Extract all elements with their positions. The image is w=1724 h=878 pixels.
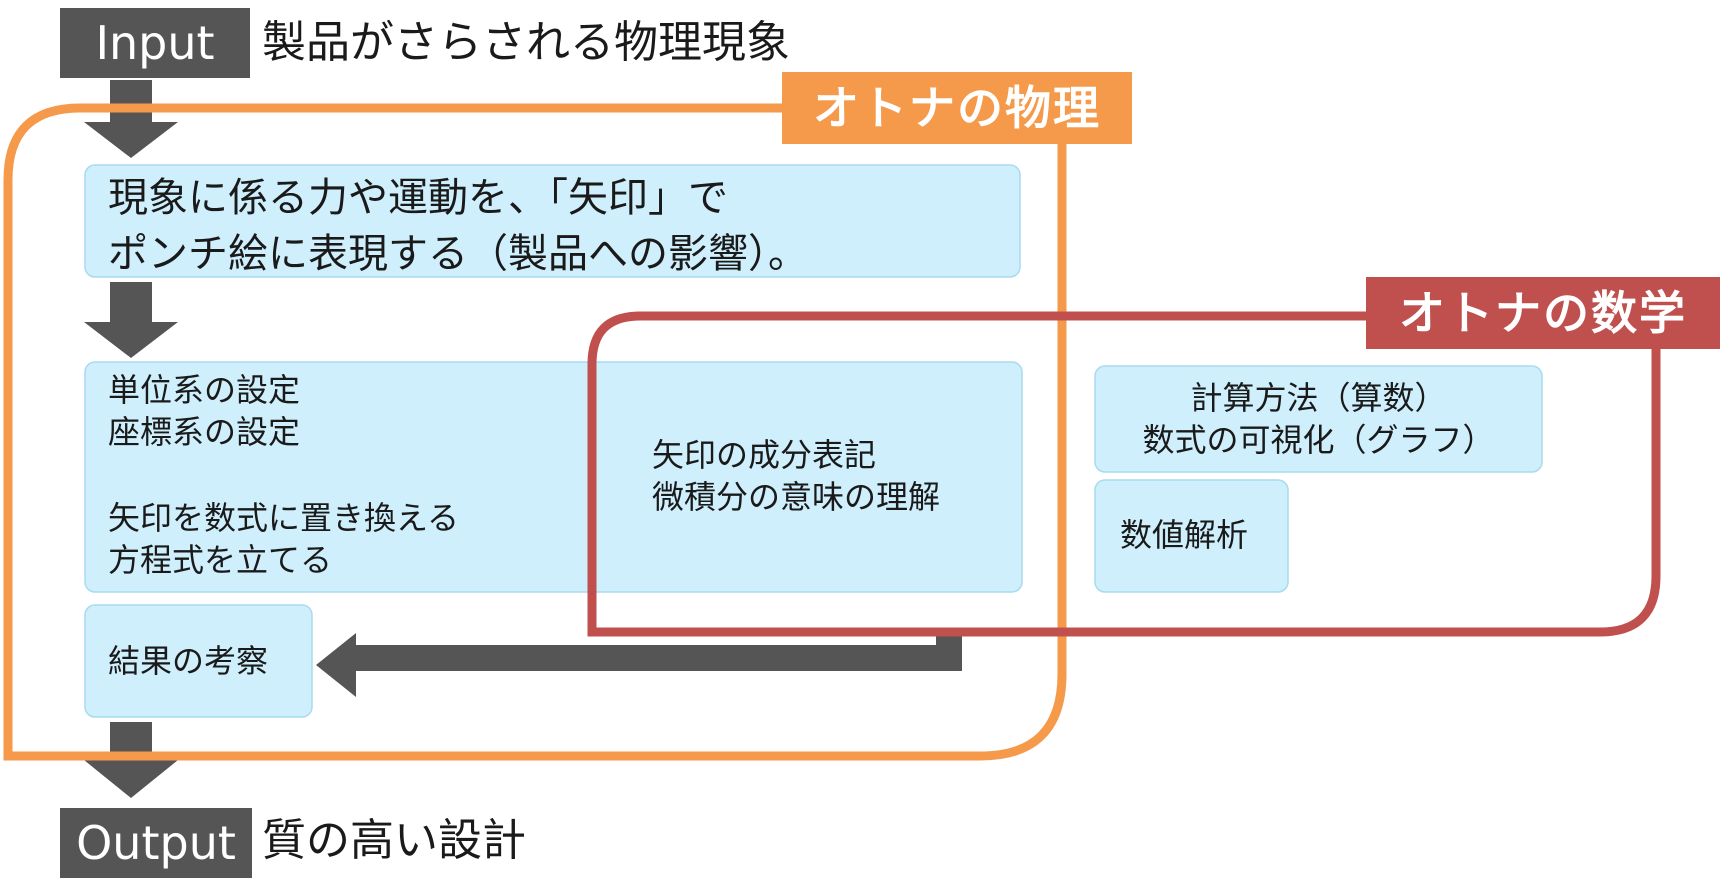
math-frame bbox=[587, 311, 1661, 637]
result-text: 結果の考察 bbox=[108, 640, 268, 682]
physics-frame bbox=[3, 103, 1067, 761]
math-label-bg bbox=[1366, 277, 1720, 349]
numeric-box bbox=[1094, 479, 1289, 593]
arrow-down-input-icon bbox=[84, 80, 178, 158]
vector-line: 微積分の意味の理解 bbox=[652, 478, 941, 516]
input-caption: 製品がさらされる物理現象 bbox=[262, 17, 790, 68]
input-tag: Input bbox=[60, 8, 250, 78]
vector-text: 矢印の成分表記 微積分の意味の理解 bbox=[652, 434, 940, 518]
setup-line: 単位系の設定 bbox=[108, 371, 301, 409]
calc-line: 計算方法（算数） bbox=[1190, 379, 1447, 417]
output-tag: Output bbox=[60, 808, 252, 878]
calc-box bbox=[1094, 365, 1543, 473]
physics-label-bg bbox=[782, 72, 1132, 144]
setup-line: 方程式を立てる bbox=[108, 541, 333, 579]
output-caption: 質の高い設計 bbox=[262, 815, 526, 866]
result-line: 結果の考察 bbox=[108, 642, 269, 680]
setup-line: 矢印を数式に置き換える bbox=[108, 499, 460, 537]
numeric-line: 数値解析 bbox=[1120, 516, 1249, 554]
vector-line: 矢印の成分表記 bbox=[652, 436, 877, 474]
setup-box bbox=[84, 361, 1023, 593]
setup-line: 座標系の設定 bbox=[108, 413, 301, 451]
result-box bbox=[84, 604, 313, 718]
calc-text: 計算方法（算数） 数式の可視化（グラフ） bbox=[1095, 377, 1542, 461]
arrow-left-feedback-icon bbox=[316, 633, 962, 697]
math-label: オトナの数学 bbox=[1399, 286, 1687, 340]
phenomenon-box bbox=[84, 164, 1021, 278]
phenomenon-line: ポンチ絵に表現する（製品への影響）。 bbox=[108, 231, 808, 277]
numeric-text: 数値解析 bbox=[1120, 514, 1248, 556]
phenomenon-text: 現象に係る力や運動を、「矢印」で ポンチ絵に表現する（製品への影響）。 bbox=[108, 170, 808, 282]
calc-line: 数式の可視化（グラフ） bbox=[1142, 421, 1495, 459]
arrow-down-middle-icon bbox=[84, 282, 178, 358]
phenomenon-line: 現象に係る力や運動を、「矢印」で bbox=[108, 175, 728, 221]
setup-line bbox=[108, 453, 459, 497]
setup-text: 単位系の設定 座標系の設定 矢印を数式に置き換える 方程式を立てる bbox=[108, 369, 459, 581]
physics-label: オトナの物理 bbox=[813, 81, 1101, 135]
